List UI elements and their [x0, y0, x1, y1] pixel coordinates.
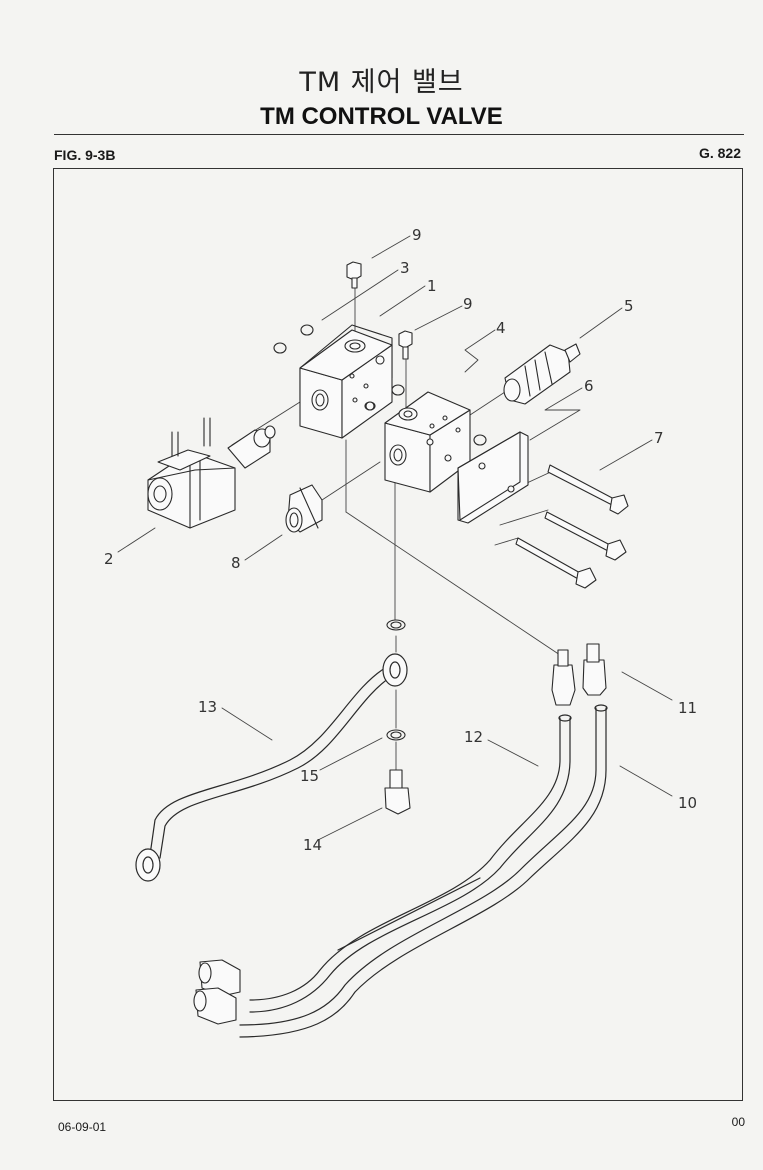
hose-13	[135, 653, 408, 882]
callout-10: 10	[678, 794, 697, 812]
assembly-guide-lines	[231, 284, 561, 771]
callout-11: 11	[678, 699, 697, 717]
tubes-10-12	[239, 704, 608, 1038]
callout-15: 15	[300, 767, 319, 785]
callout-3: 3	[400, 259, 410, 277]
callout-5: 5	[624, 297, 634, 315]
connectors-11	[551, 643, 607, 706]
cartridge-valve-5	[503, 343, 581, 405]
banjo-bolt-14	[384, 769, 411, 815]
o-rings	[273, 324, 487, 741]
callout-4: 4	[496, 319, 506, 337]
plug-9	[346, 261, 413, 360]
solenoid-2	[147, 417, 276, 529]
callout-7: 7	[654, 429, 664, 447]
callout-numbers: 9 3 1 9 4 5 6 7 2 8 13 15 14 12 11 10	[104, 226, 697, 854]
cover-plate-6	[457, 431, 529, 524]
figure-number: FIG. 9-3B	[54, 147, 116, 163]
valve-block-4	[384, 391, 471, 493]
valve-block-1	[299, 324, 393, 439]
header-divider	[54, 134, 744, 135]
page-code: G. 822	[698, 145, 741, 161]
diagram-frame	[53, 168, 743, 1101]
callout-12: 12	[464, 728, 483, 746]
callout-1: 1	[427, 277, 437, 295]
fitting-8	[285, 484, 323, 533]
page-number: 00	[731, 1115, 745, 1129]
callout-9: 9	[463, 295, 473, 313]
callout-2: 2	[104, 550, 114, 568]
callout-14: 14	[303, 836, 322, 854]
revision-date: 06-09-01	[58, 1120, 107, 1134]
callout-leaders	[117, 235, 673, 841]
bolts-7	[515, 464, 629, 589]
page-title-korean: TM 제어 밸브	[299, 67, 464, 98]
tube-end-fittings	[193, 959, 241, 1025]
callout-6: 6	[584, 377, 594, 395]
callout-13: 13	[198, 698, 217, 716]
page-title: TM CONTROL VALVE	[260, 103, 503, 130]
callout-9-top: 9	[412, 226, 422, 244]
callout-8: 8	[231, 554, 241, 572]
